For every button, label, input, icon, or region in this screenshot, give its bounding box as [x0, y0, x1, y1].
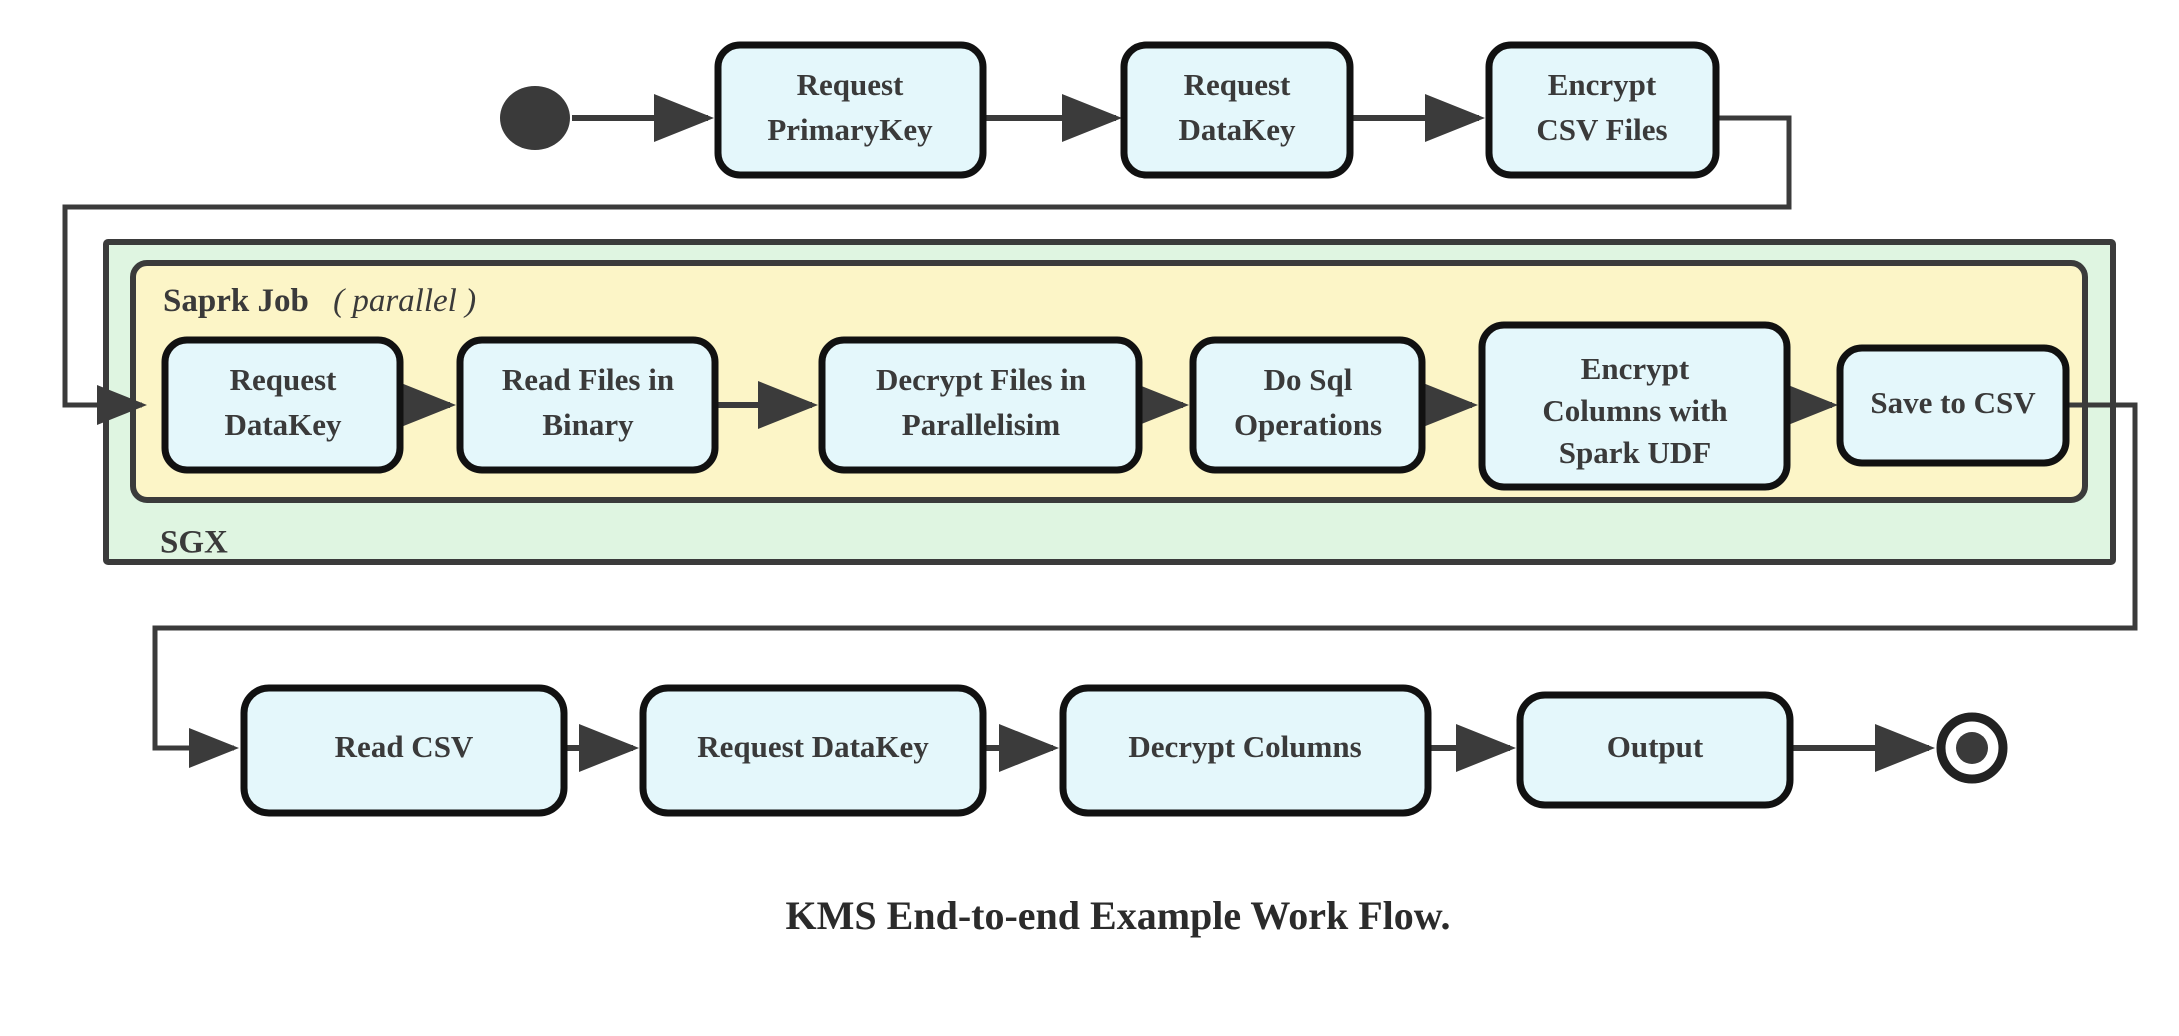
node-request-datakey-spark-line-1: DataKey [224, 407, 342, 442]
node-decrypt-columns[interactable]: Decrypt Columns [1059, 684, 1432, 817]
group-spark-job-label-bold: Saprk Job [163, 283, 309, 319]
node-save-to-csv-line-0: Save to CSV [1870, 385, 2036, 420]
group-spark-job-label: Saprk Job ( parallel ) [163, 283, 476, 319]
group-spark-job-label-paren-close: ) [463, 283, 476, 319]
node-request-primarykey-line-0: Request [797, 67, 904, 102]
node-do-sql-operations[interactable]: Do Sql Operations [1189, 336, 1426, 474]
node-encrypt-csv-files[interactable]: Encrypt CSV Files [1485, 41, 1720, 179]
node-request-datakey-top[interactable]: Request DataKey [1120, 41, 1354, 179]
node-read-files-in-binary-line-1: Binary [542, 407, 634, 442]
node-encrypt-columns-with-spark-udf-line-0: Encrypt [1581, 351, 1690, 386]
node-request-primarykey[interactable]: Request PrimaryKey [714, 41, 987, 179]
node-request-datakey-spark-line-0: Request [230, 362, 337, 397]
node-request-primarykey-line-1: PrimaryKey [767, 112, 933, 147]
diagram-caption: KMS End-to-end Example Work Flow. [786, 893, 1451, 938]
node-encrypt-columns-with-spark-udf-line-1: Columns with [1542, 393, 1727, 428]
node-encrypt-columns-with-spark-udf-line-2: Spark UDF [1559, 435, 1711, 470]
node-decrypt-files-in-parallelisim-line-1: Parallelisim [902, 407, 1061, 442]
node-decrypt-columns-line-0: Decrypt Columns [1128, 729, 1361, 764]
node-encrypt-csv-files-line-1: CSV Files [1536, 112, 1667, 147]
node-read-files-in-binary-line-0: Read Files in [502, 362, 674, 397]
node-decrypt-files-in-parallelisim-line-0: Decrypt Files in [876, 362, 1086, 397]
node-read-csv[interactable]: Read CSV [240, 684, 568, 817]
node-request-datakey-top-line-0: Request [1184, 67, 1291, 102]
node-output[interactable]: Output [1516, 691, 1794, 809]
node-do-sql-operations-line-0: Do Sql [1264, 362, 1353, 397]
node-request-datakey-bottom[interactable]: Request DataKey [639, 684, 987, 817]
node-read-files-in-binary[interactable]: Read Files in Binary [456, 336, 719, 474]
group-sgx-label: SGX [160, 525, 228, 561]
node-encrypt-csv-files-line-0: Encrypt [1548, 67, 1657, 102]
node-output-line-0: Output [1607, 729, 1704, 764]
node-decrypt-files-in-parallelisim[interactable]: Decrypt Files in Parallelisim [818, 336, 1143, 474]
edge-save-csv-to-read-csv [152, 402, 2138, 768]
edge-encrypt-csv-to-spark-datakey [62, 115, 1792, 425]
node-request-datakey-bottom-line-0: Request DataKey [697, 729, 929, 764]
node-encrypt-columns-with-spark-udf[interactable]: Encrypt Columns with Spark UDF [1478, 321, 1791, 491]
group-spark-job-label-italic: parallel [350, 283, 457, 319]
node-save-to-csv[interactable]: Save to CSV [1836, 344, 2070, 467]
node-request-datakey-spark[interactable]: Request DataKey [161, 336, 404, 474]
node-read-csv-line-0: Read CSV [335, 729, 474, 764]
node-request-datakey-top-line-1: DataKey [1178, 112, 1296, 147]
start-node [500, 86, 570, 150]
end-node-dot [1956, 732, 1988, 764]
group-spark-job-label-paren-open: ( [333, 283, 346, 319]
node-do-sql-operations-line-1: Operations [1234, 407, 1382, 442]
